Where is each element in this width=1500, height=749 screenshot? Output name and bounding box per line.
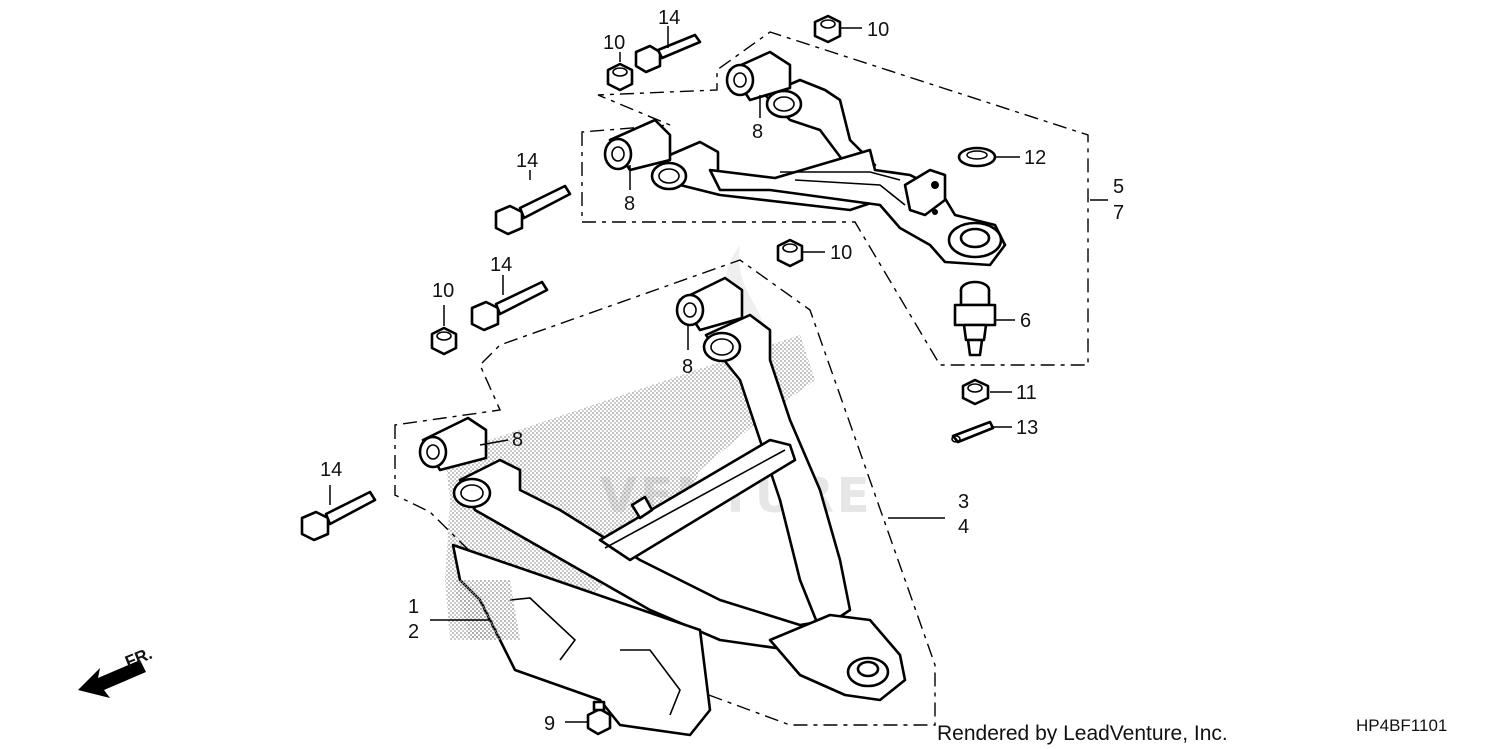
nut-10-upper-right xyxy=(813,14,842,44)
callout-8: 8 xyxy=(752,121,763,143)
front-direction-arrow-icon: FR. xyxy=(78,644,155,698)
callout-10: 10 xyxy=(603,32,625,54)
bolt-14-lower-left xyxy=(300,490,377,542)
nut-10-upper-left xyxy=(606,62,634,92)
bushing-upper-front xyxy=(603,118,672,172)
callout-10: 10 xyxy=(867,19,889,41)
rendered-by-credit: Rendered by LeadVenture, Inc. xyxy=(937,722,1228,745)
lower-arm-shading xyxy=(445,335,815,640)
bolt-14-upper-left xyxy=(494,184,572,236)
bolt-14-upper-right xyxy=(634,33,702,74)
ball-joint-6 xyxy=(953,280,997,357)
skid-guard xyxy=(451,543,712,737)
callout-7: 7 xyxy=(1113,202,1124,224)
callout-6: 6 xyxy=(1020,310,1031,332)
cotter-pin-13 xyxy=(951,420,995,444)
bolt-14-lower-right xyxy=(470,280,549,332)
callout-2: 2 xyxy=(408,621,419,643)
leader-lines xyxy=(329,26,1108,723)
bushing-lower-rear xyxy=(675,276,744,332)
callout-8: 8 xyxy=(624,193,635,215)
callout-5: 5 xyxy=(1113,176,1124,198)
circlip-12 xyxy=(957,146,997,168)
bushing-upper-rear xyxy=(725,50,792,102)
bolt-9 xyxy=(586,700,612,736)
callout-4: 4 xyxy=(958,516,969,538)
callout-11: 11 xyxy=(1016,382,1037,404)
callout-10: 10 xyxy=(432,280,454,302)
nut-10-lower-left xyxy=(430,326,458,356)
castle-nut-11 xyxy=(961,378,990,406)
upper-arm-assembly xyxy=(581,31,1089,366)
lower-arm-assembly xyxy=(394,259,936,726)
callout-14: 14 xyxy=(490,254,512,276)
callout-1: 1 xyxy=(408,596,419,618)
diagram-code: HP4BF1101 xyxy=(1356,716,1447,735)
callout-12: 12 xyxy=(1024,147,1046,169)
nut-10-lower-right xyxy=(776,238,804,268)
callout-3: 3 xyxy=(958,491,969,513)
front-indicator-label: FR. xyxy=(122,644,155,672)
bushing-lower-front xyxy=(418,416,488,472)
callout-8: 8 xyxy=(682,356,693,378)
callout-14: 14 xyxy=(320,459,342,481)
callout-10: 10 xyxy=(830,242,852,264)
callout-8: 8 xyxy=(512,429,523,451)
callout-14: 14 xyxy=(658,7,680,29)
callout-9: 9 xyxy=(544,713,555,735)
callout-14: 14 xyxy=(516,150,538,172)
callouts: 10 10 14 8 8 14 12 5 7 10 14 10 6 8 11 1… xyxy=(320,7,1124,735)
callout-13: 13 xyxy=(1016,417,1038,439)
